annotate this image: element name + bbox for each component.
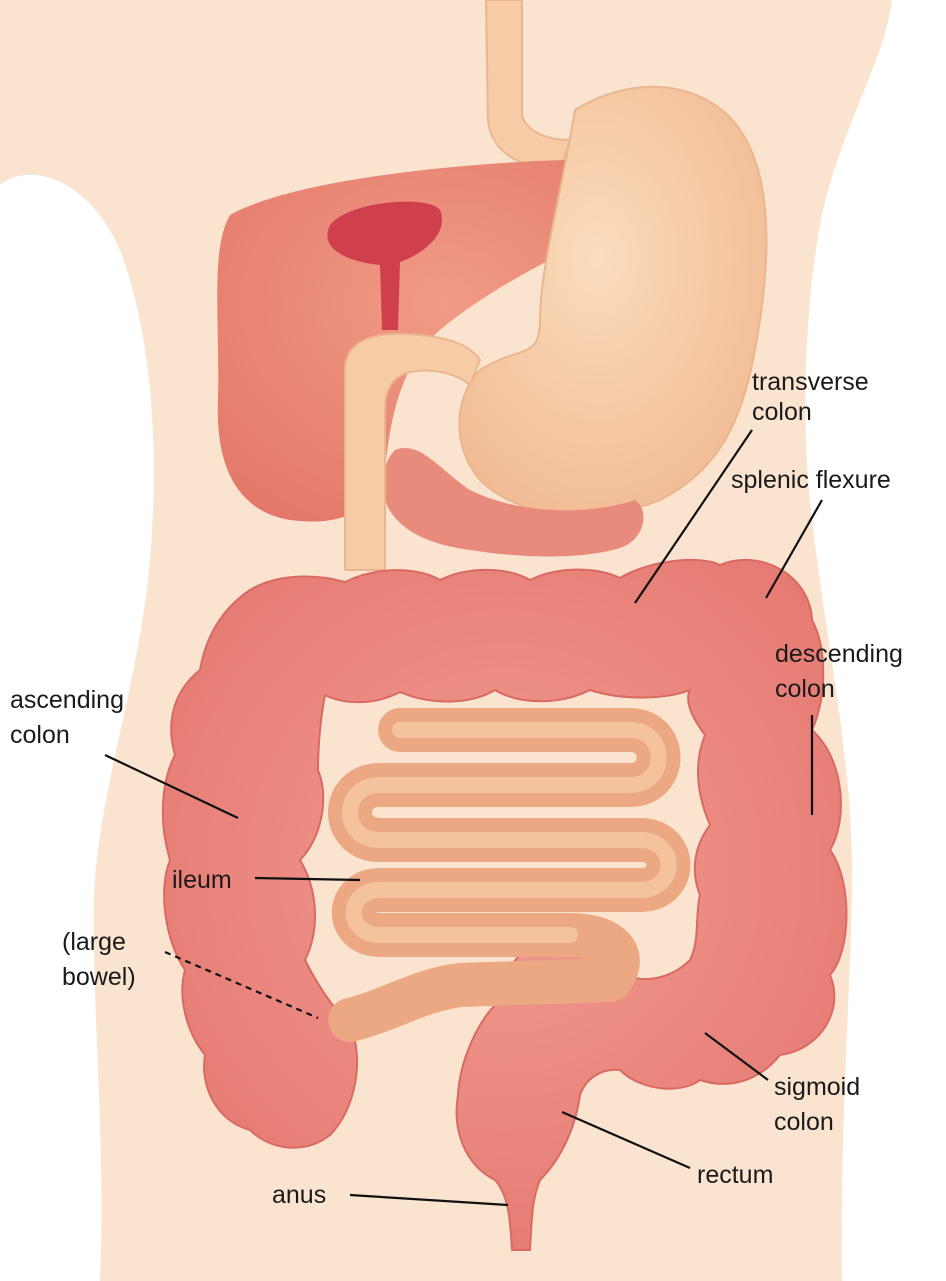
label-ascending-colon-line2: colon bbox=[10, 721, 70, 749]
label-descending-colon-line1: descending bbox=[775, 640, 903, 668]
label-transverse-colon-line2: colon bbox=[752, 398, 812, 426]
label-descending-colon-line2: colon bbox=[775, 675, 835, 703]
label-large-bowel-line2: bowel) bbox=[62, 963, 136, 991]
label-large-bowel-line1: (large bbox=[62, 928, 126, 956]
label-ileum: ileum bbox=[172, 866, 232, 894]
label-splenic-flexure: splenic flexure bbox=[731, 466, 891, 494]
label-ascending-colon-line1: ascending bbox=[10, 686, 124, 714]
label-sigmoid-colon-line2: colon bbox=[774, 1108, 834, 1136]
label-anus: anus bbox=[272, 1181, 326, 1209]
label-transverse-colon-line1: transverse bbox=[752, 368, 869, 396]
label-rectum: rectum bbox=[697, 1161, 773, 1189]
label-sigmoid-colon-line1: sigmoid bbox=[774, 1073, 860, 1101]
